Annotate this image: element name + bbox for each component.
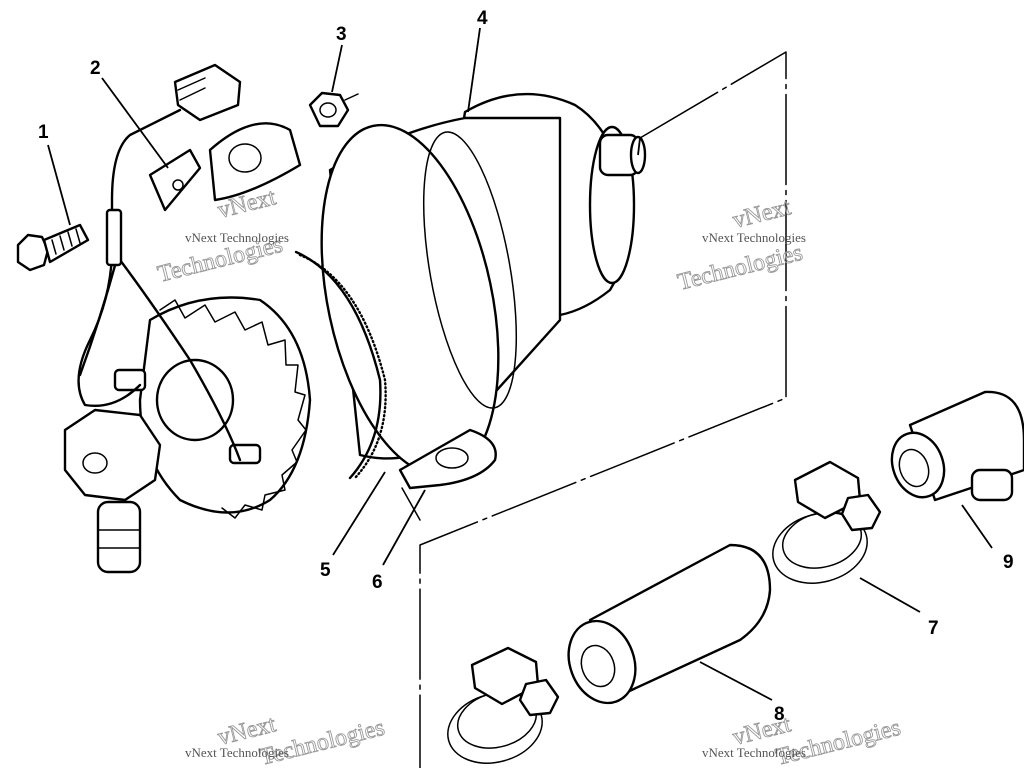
mounting-nut	[308, 91, 359, 128]
leader-lines	[47, 27, 993, 701]
callout-2: 2	[90, 58, 101, 79]
svg-text:vNext Technologies: vNext Technologies	[702, 745, 806, 760]
hose-clamp-lower	[447, 646, 560, 764]
mounting-bolt	[16, 223, 90, 272]
callout-1: 1	[38, 122, 49, 143]
callout-4: 4	[477, 8, 488, 29]
svg-text:vNext: vNext	[730, 194, 794, 233]
callout-5: 5	[320, 560, 331, 581]
watermark-top-left: vNext Technologies vNext Technologies	[155, 184, 289, 288]
callout-labels: 1 2 3 4 5 6 7 8 9	[38, 8, 1014, 725]
watermark-bottom-right: vNext Technologies vNext Technologies	[702, 711, 904, 768]
svg-text:vNext Technologies: vNext Technologies	[702, 230, 806, 245]
pump-head	[63, 296, 312, 574]
svg-text:Technologies: Technologies	[257, 715, 387, 768]
hose-clamp-upper	[772, 460, 882, 584]
callout-3: 3	[336, 24, 347, 45]
svg-text:vNext Technologies: vNext Technologies	[185, 745, 289, 760]
watermark-bottom-left: vNext Technologies vNext Technologies	[185, 711, 388, 768]
assembly-outline	[419, 51, 787, 768]
svg-text:vNext Technologies: vNext Technologies	[185, 230, 289, 245]
fuel-hose	[567, 543, 772, 705]
wiring-harness	[77, 63, 242, 462]
callout-8: 8	[774, 704, 785, 725]
callout-9: 9	[1003, 552, 1014, 573]
assembly-outline-left	[401, 487, 421, 521]
callout-6: 6	[372, 572, 383, 593]
fuel-pump-body	[208, 92, 647, 490]
elbow-fitting	[890, 390, 1024, 502]
callout-7: 7	[928, 618, 939, 639]
svg-text:Technologies: Technologies	[773, 715, 903, 768]
